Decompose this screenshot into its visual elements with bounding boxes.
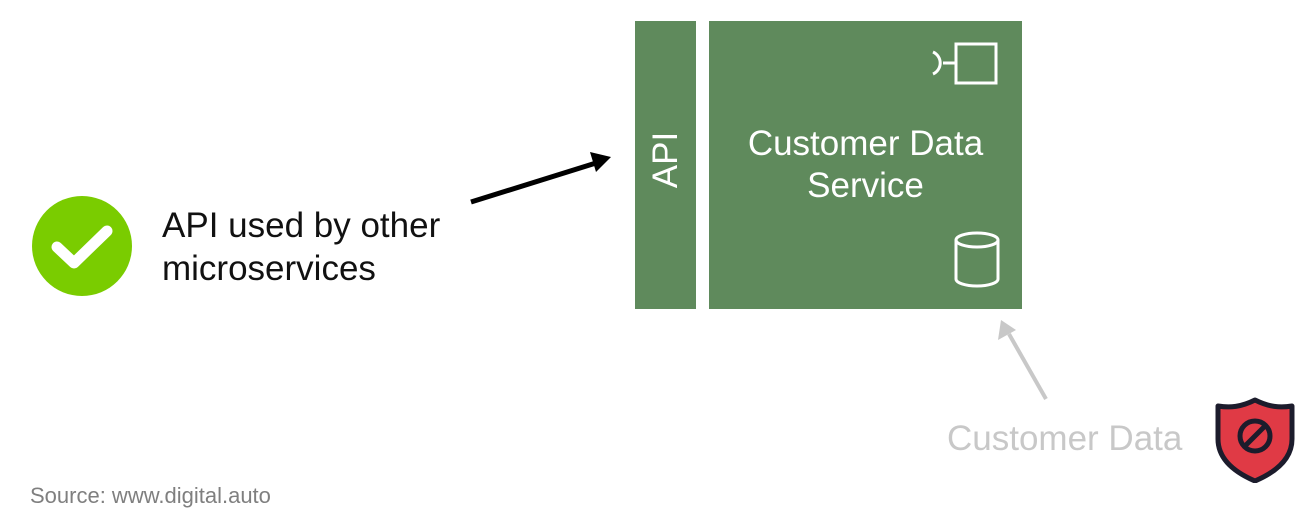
component-icon bbox=[932, 42, 998, 85]
customer-data-service-box: Customer Data Service bbox=[709, 21, 1022, 309]
source-caption: Source: www.digital.auto bbox=[30, 483, 271, 508]
api-bar: API bbox=[635, 21, 696, 309]
checkmark-circle-icon bbox=[32, 196, 132, 296]
service-title: Customer Data Service bbox=[747, 124, 984, 205]
customer-data-arrow bbox=[998, 320, 1048, 400]
api-usage-note: API used by other microservices bbox=[162, 206, 441, 288]
database-icon bbox=[954, 231, 1000, 288]
blocked-shield-icon bbox=[1215, 397, 1295, 483]
customer-data-label: Customer Data bbox=[947, 419, 1183, 458]
api-bar-label: API bbox=[645, 131, 685, 189]
api-arrow bbox=[470, 152, 611, 205]
